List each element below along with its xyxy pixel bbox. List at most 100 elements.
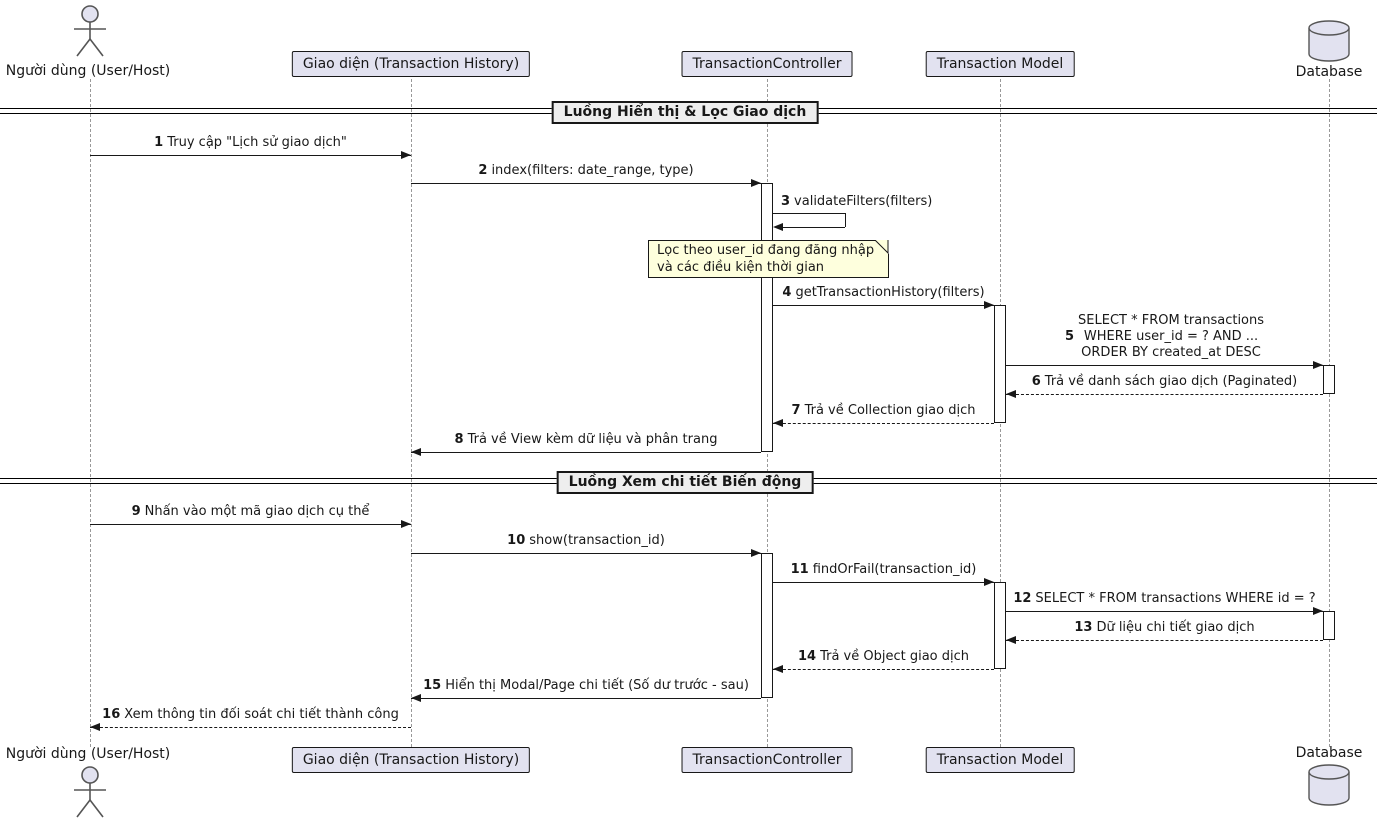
- note-fold-icon: [875, 240, 889, 254]
- message-11-line: [773, 582, 994, 583]
- message-16-number: 16: [102, 707, 121, 722]
- message-5-arrowhead: [1313, 361, 1323, 369]
- message-13-line: [1006, 640, 1323, 641]
- message-5-line: [1006, 365, 1323, 366]
- message-5-text-line3: ORDER BY created_at DESC: [1081, 345, 1261, 360]
- message-7-line: [773, 423, 994, 424]
- message-12-number: 12: [1013, 591, 1032, 606]
- message-16-text: Xem thông tin đối soát chi tiết thành cô…: [124, 707, 399, 722]
- divider-2-title: Luồng Xem chi tiết Biến động: [556, 471, 814, 494]
- activation-bar-db-2: [1323, 365, 1335, 394]
- message-2-line: [411, 183, 761, 184]
- message-5-number: 5: [1064, 329, 1075, 344]
- activation-bar-model-1: [994, 305, 1006, 423]
- message-6-text: Trả về danh sách giao dịch (Paginated): [1044, 374, 1298, 389]
- message-10-line: [411, 553, 761, 554]
- message-16-line: [90, 727, 411, 728]
- activation-bar-controller-0: [761, 183, 773, 452]
- message-14-arrowhead: [773, 665, 783, 673]
- message-13-number: 13: [1074, 620, 1093, 635]
- message-15-number: 15: [423, 678, 442, 693]
- message-11-arrowhead: [984, 578, 994, 586]
- message-4-line: [773, 305, 994, 306]
- message-5-text-line2: WHERE user_id = ? AND ...: [1083, 329, 1259, 344]
- message-3-line-back: [781, 227, 845, 228]
- message-4-text: getTransactionHistory(filters): [795, 285, 985, 300]
- message-9-text: Nhấn vào một mã giao dịch cụ thể: [144, 504, 370, 519]
- participant-box-model-top: Transaction Model: [925, 51, 1075, 77]
- message-2-text: index(filters: date_range, type): [491, 163, 694, 178]
- note-line2: và các điều kiện thời gian: [657, 260, 825, 275]
- message-10-text: show(transaction_id): [529, 533, 665, 548]
- message-15-text: Hiển thị Modal/Page chi tiết (Số dư trướ…: [445, 678, 749, 693]
- message-9-line: [90, 524, 411, 525]
- note: Lọc theo user_id đang đăng nhập và các đi…: [648, 240, 889, 278]
- message-3-arrowhead: [773, 223, 783, 231]
- message-12-arrowhead: [1313, 607, 1323, 615]
- activation-bar-controller-3: [761, 553, 773, 698]
- message-10-number: 10: [507, 533, 526, 548]
- message-6-arrowhead: [1006, 390, 1016, 398]
- message-11-text: findOrFail(transaction_id): [812, 562, 977, 577]
- lifeline-view: [411, 79, 412, 747]
- database-icon-top: [1306, 19, 1352, 63]
- message-14-line: [773, 669, 994, 670]
- actor-icon-top: [70, 4, 110, 60]
- message-13-text: Dữ liệu chi tiết giao dịch: [1096, 620, 1255, 635]
- message-3-text: validateFilters(filters): [794, 194, 933, 209]
- message-8-arrowhead: [411, 448, 421, 456]
- message-15-line: [411, 698, 761, 699]
- participant-box-view-bottom: Giao diện (Transaction History): [291, 747, 531, 773]
- activation-bar-model-4: [994, 582, 1006, 669]
- message-1-text: Truy cập "Lịch sử giao dịch": [167, 135, 347, 150]
- participant-label-db-bottom: Database: [1295, 745, 1363, 761]
- message-9-arrowhead: [401, 520, 411, 528]
- message-2-number: 2: [478, 163, 488, 178]
- message-3-line-out: [773, 213, 845, 214]
- participant-box-controller-top: TransactionController: [681, 51, 853, 77]
- message-7-text: Trả về Collection giao dịch: [804, 403, 976, 418]
- message-7-arrowhead: [773, 419, 783, 427]
- message-4-arrowhead: [984, 301, 994, 309]
- message-16-arrowhead: [90, 723, 100, 731]
- lifeline-db: [1329, 79, 1330, 747]
- message-4-number: 4: [782, 285, 792, 300]
- participant-box-controller-bottom: TransactionController: [681, 747, 853, 773]
- message-12-text: SELECT * FROM transactions WHERE id = ?: [1035, 591, 1316, 606]
- message-1-number: 1: [154, 135, 164, 150]
- database-icon-bottom: [1306, 763, 1352, 807]
- participant-label-user-bottom: Người dùng (User/Host): [5, 746, 171, 762]
- lifeline-user: [90, 79, 91, 747]
- message-2-arrowhead: [751, 179, 761, 187]
- message-10-arrowhead: [751, 549, 761, 557]
- note-line1: Lọc theo user_id đang đăng nhập: [657, 243, 875, 258]
- message-1-arrowhead: [401, 151, 411, 159]
- message-11-number: 11: [790, 562, 809, 577]
- message-1-line: [90, 155, 411, 156]
- participant-label-user-top: Người dùng (User/Host): [5, 63, 171, 79]
- actor-icon-bottom: [70, 765, 110, 821]
- message-8-number: 8: [454, 432, 464, 447]
- message-7-number: 7: [791, 403, 801, 418]
- activation-bar-db-5: [1323, 611, 1335, 640]
- participant-box-model-bottom: Transaction Model: [925, 747, 1075, 773]
- divider-1-title: Luồng Hiển thị & Lọc Giao dịch: [551, 101, 819, 124]
- message-6-line: [1006, 394, 1323, 395]
- message-8-line: [411, 452, 761, 453]
- message-3-line-down: [845, 213, 846, 227]
- message-9-number: 9: [131, 504, 141, 519]
